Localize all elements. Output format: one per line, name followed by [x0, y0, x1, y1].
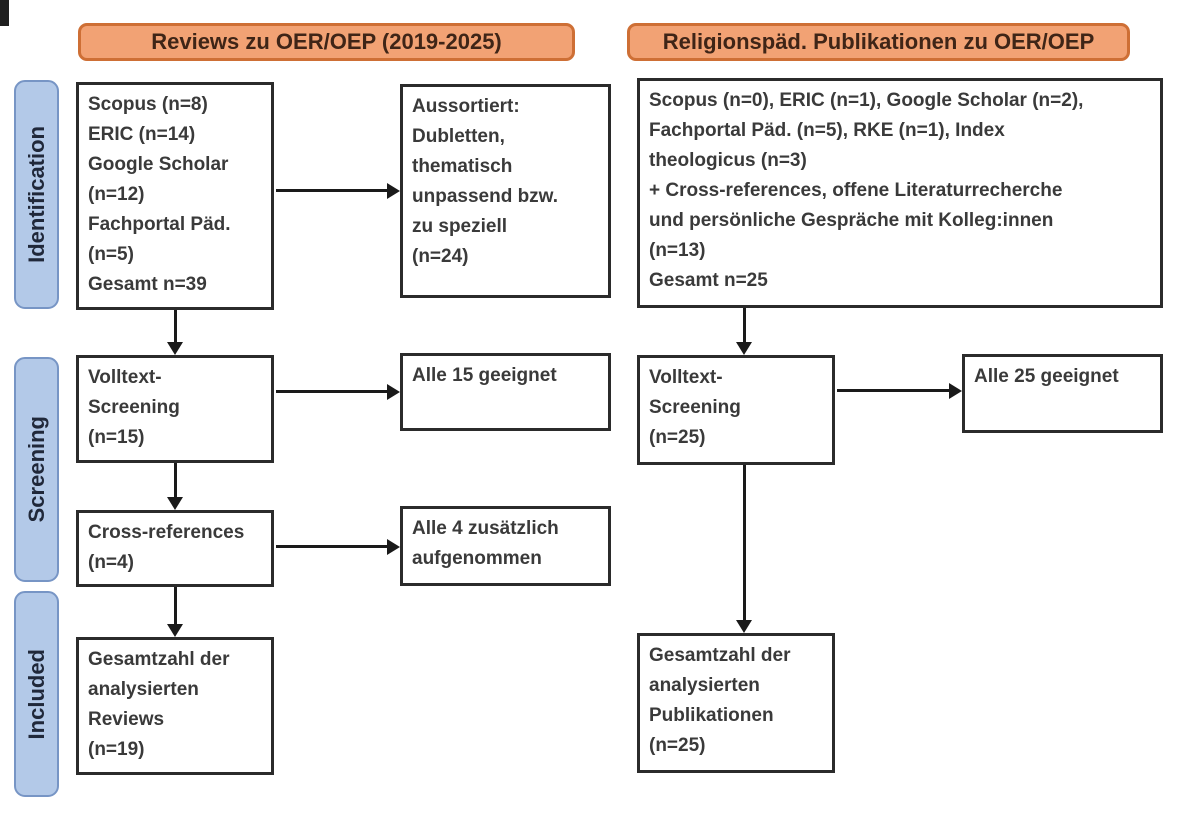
arrow-right-screening-to-included	[743, 465, 746, 621]
stage-label-identification: Identification	[23, 126, 49, 263]
arrow-down-icon	[167, 497, 183, 510]
stage-label-included: Included	[23, 648, 49, 740]
stage-bar-identification: Identification	[14, 80, 59, 309]
arrow-left-screening-to-result	[276, 390, 388, 393]
box-right-included-total: Gesamtzahl der analysierten Publikatione…	[637, 633, 835, 773]
stage-bar-screening: Screening	[14, 357, 59, 582]
column-header-religionspaed: Religionspäd. Publikationen zu OER/OEP	[627, 23, 1130, 61]
box-left-crossreferences: Cross-references (n=4)	[76, 510, 274, 587]
column-header-reviews: Reviews zu OER/OEP (2019-2025)	[78, 23, 575, 61]
arrow-down-icon	[736, 620, 752, 633]
box-right-screening-result: Alle 25 geeignet	[962, 354, 1163, 433]
arrow-down-icon	[736, 342, 752, 355]
arrow-down-icon	[167, 624, 183, 637]
stage-bar-included: Included	[14, 591, 59, 797]
arrow-left-screening-to-crossref	[174, 463, 177, 499]
arrow-left-crossref-to-included	[174, 587, 177, 626]
arrow-down-icon	[167, 342, 183, 355]
box-left-screening-result: Alle 15 geeignet	[400, 353, 611, 431]
arrow-right-icon	[387, 384, 400, 400]
box-left-excluded: Aussortiert: Dubletten, thematisch unpas…	[400, 84, 611, 298]
box-left-identification-sources: Scopus (n=8) ERIC (n=14) Google Scholar …	[76, 82, 274, 310]
box-left-included-total: Gesamtzahl der analysierten Reviews (n=1…	[76, 637, 274, 775]
arrow-right-icon	[387, 183, 400, 199]
arrow-left-crossref-to-result	[276, 545, 388, 548]
corner-artifact	[0, 0, 9, 26]
arrow-left-identification-to-excluded	[276, 189, 388, 192]
box-left-fulltext-screening: Volltext- Screening (n=15)	[76, 355, 274, 463]
arrow-right-identification-to-screening	[743, 308, 746, 343]
arrow-right-icon	[949, 383, 962, 399]
box-left-crossreferences-result: Alle 4 zusätzlich aufgenommen	[400, 506, 611, 586]
arrow-right-screening-to-result	[837, 389, 950, 392]
box-right-fulltext-screening: Volltext- Screening (n=25)	[637, 355, 835, 465]
box-right-identification-sources: Scopus (n=0), ERIC (n=1), Google Scholar…	[637, 78, 1163, 308]
stage-label-screening: Screening	[23, 416, 49, 523]
arrow-right-icon	[387, 539, 400, 555]
arrow-left-identification-to-screening	[174, 310, 177, 343]
